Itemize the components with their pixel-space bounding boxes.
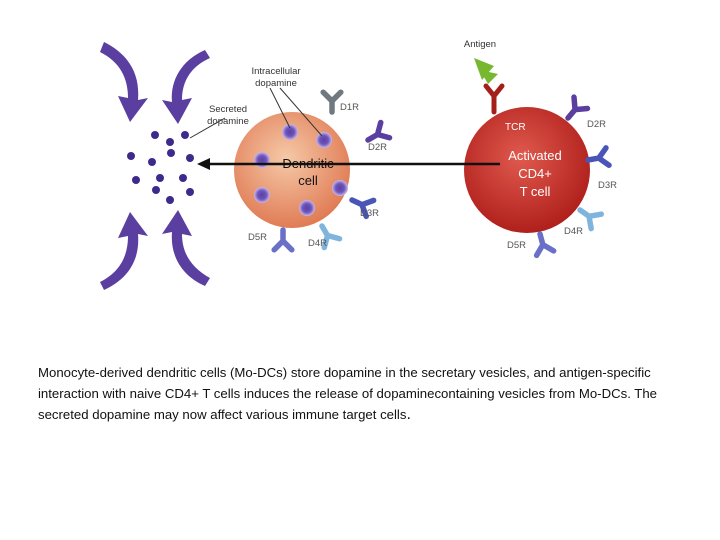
t-cell-label: Activated [508,148,561,163]
curved-arrow-icon [162,210,210,286]
receptor-label: D2R [368,142,387,153]
tcr-label: TCR [505,122,526,133]
dopamine-diagram: Intracellular dopamine Secreted dopamine… [100,39,617,290]
receptor-label: D2R [587,119,606,130]
t-cell-label: T cell [520,184,551,199]
figure-caption: Monocyte-derived dendritic cells (Mo-DCs… [38,362,678,425]
t-cell-label: CD4+ [518,166,552,181]
curved-arrow-icon [100,212,148,290]
receptor-label: D4R [308,238,327,249]
intracellular-label: Intracellular [251,66,300,77]
intracellular-pointer [189,87,323,139]
receptor-icon [575,203,601,229]
secreted-dopamine-dots [127,131,194,204]
dendritic-cell-label: cell [298,173,318,188]
receptor-label: D3R [598,180,617,191]
caption-text: Monocyte-derived dendritic cells (Mo-DCs… [38,365,658,422]
curved-arrow-icon [162,50,210,124]
curved-arrow-icon [100,42,148,122]
antigen-icon [474,58,498,84]
caption-end: . [406,406,411,423]
dendritic-cell-label: Dendritic [282,156,334,171]
receptor-label: D3R [360,208,379,219]
secreted-label: Secreted [209,104,247,115]
tcr-icon [483,83,505,115]
secreted-label: dopamine [207,116,249,127]
receptor-icon [323,92,341,112]
receptor-label: D5R [507,240,526,251]
receptor-icon [531,232,553,256]
intracellular-label: dopamine [255,78,297,89]
activated-t-cell [464,107,590,233]
receptor-label: D4R [564,226,583,237]
receptor-label: D1R [340,102,359,113]
secretion-arrow [197,158,500,170]
receptor-label: D5R [248,232,267,243]
antigen-label: Antigen [464,39,496,50]
receptor-icon [561,97,587,123]
receptor-icon [586,148,609,169]
receptor-icon [274,230,292,250]
